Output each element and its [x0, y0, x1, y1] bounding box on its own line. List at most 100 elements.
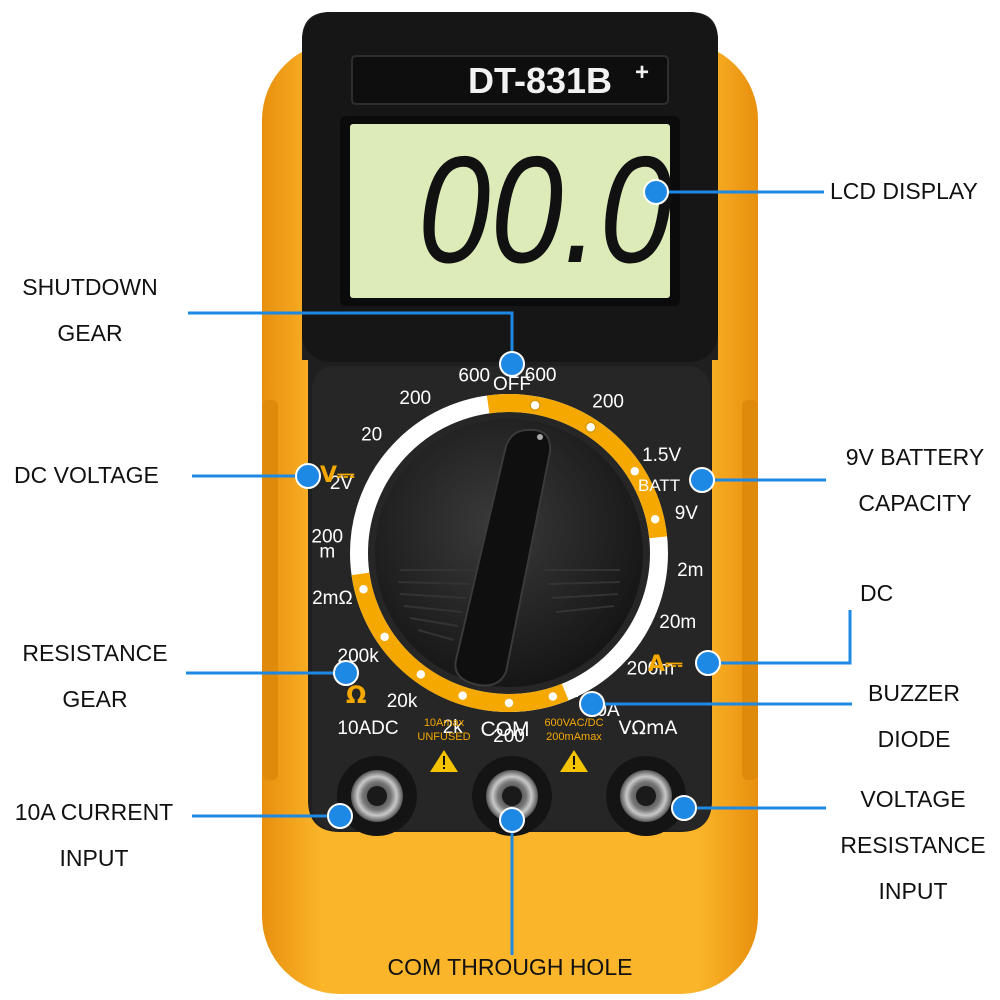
- dial-ohm-symbol: Ω: [346, 681, 366, 709]
- callout-lcd-display: LCD DISPLAY: [830, 168, 978, 214]
- callout-dots: [295, 179, 721, 833]
- dial-dot-dca-2m[interactable]: [652, 560, 665, 572]
- dial-label-ohm-200: 200: [493, 726, 525, 747]
- dial-dot-batt-9v[interactable]: [649, 513, 661, 526]
- dial-label-dcv-200: 200: [399, 388, 431, 409]
- callout-voltage-line3: INPUT: [878, 878, 948, 904]
- dial-label-dca-2m: 2m: [677, 560, 703, 581]
- callout-current-line2: INPUT: [59, 845, 129, 871]
- warn-left-line2: UNFUSED: [417, 731, 470, 743]
- dial-dot-ohm-2m[interactable]: [357, 583, 370, 596]
- dial-dot-dcv-2v[interactable]: [365, 488, 377, 501]
- callout-dot-resistance: [333, 660, 359, 686]
- callout-com-hole: COM THROUGH HOLE: [360, 944, 660, 990]
- callout-voltage-line1: VOLTAGE: [860, 786, 966, 812]
- callout-dot-battery: [689, 467, 715, 493]
- dial-dot-batt-15v[interactable]: [629, 465, 641, 478]
- dial-dot-dcv-20[interactable]: [390, 448, 402, 461]
- callout-dot-lcd: [643, 179, 669, 205]
- callout-voltage-resistance: VOLTAGE RESISTANCE INPUT: [832, 776, 994, 914]
- callout-dot-current: [327, 803, 353, 829]
- callout-resistance-line2: GEAR: [62, 686, 128, 712]
- warning-triangle-right-icon: [560, 750, 588, 772]
- callout-lines: [186, 190, 852, 955]
- dial-dot-ohm-2k[interactable]: [456, 689, 469, 702]
- jack-label-com: COM: [481, 718, 530, 741]
- dial-dot-ohm-20k[interactable]: [415, 668, 427, 681]
- dial-label-batt-9v: 9V: [675, 503, 699, 524]
- dial-dot-dcv-200[interactable]: [425, 418, 438, 431]
- holster-grip-right: [742, 400, 758, 780]
- dial-scale: 6002001.5V9V2m20m200m10A2002k20k200k2mΩ2…: [311, 365, 703, 747]
- holster-grip-left: [262, 400, 278, 780]
- callout-dot-dc: [695, 650, 721, 676]
- dial-dot-dcv-600[interactable]: [474, 400, 487, 412]
- jack-label-10adc: 10ADC: [337, 718, 398, 739]
- dial-dot-acv-600[interactable]: [529, 399, 541, 412]
- callout-battery-capacity: 9V BATTERY CAPACITY: [830, 434, 1000, 526]
- callout-dc-line1: DC: [860, 580, 894, 606]
- callout-battery-line2: CAPACITY: [858, 490, 972, 516]
- dial-label-dcv-600: 600: [458, 365, 490, 386]
- warning-triangle-left-icon: [430, 750, 458, 772]
- dial-dot-acv-200[interactable]: [584, 421, 597, 433]
- callout-line-shutdown: [188, 311, 514, 362]
- callout-shutdown-line1: SHUTDOWN: [22, 274, 158, 300]
- callout-line-dc: [708, 610, 852, 665]
- callout-resistance-gear: RESISTANCE GEAR: [14, 630, 176, 722]
- knob-pointer-dot: [537, 434, 543, 440]
- dial-off-mark: [496, 398, 524, 408]
- dial-dcv-symbol: V⎓: [320, 463, 355, 488]
- callout-buzzer-line2: DIODE: [877, 726, 951, 752]
- lcd-screen: [350, 124, 670, 298]
- callout-voltage-line2: RESISTANCE: [840, 832, 986, 858]
- knob-pointer[interactable]: [454, 428, 552, 687]
- dial-dot-ohm-200k[interactable]: [378, 631, 391, 643]
- dial-label-dcv-20: 20: [361, 425, 382, 446]
- dial-dot-dca-10a[interactable]: [580, 675, 593, 688]
- dial-label-acv-600: 600: [525, 365, 557, 386]
- dial-label-ohm-20k: 20k: [387, 691, 418, 712]
- callout-resistance-line1: RESISTANCE: [22, 640, 168, 666]
- dial-label-dcv-2v: 2V: [330, 473, 354, 494]
- callout-dot-dcv: [295, 463, 321, 489]
- dial-label-ohm-2k: 2k: [443, 717, 464, 738]
- warn-left-line1: 10Amax: [424, 717, 465, 729]
- dial-dot-dca-20m[interactable]: [642, 603, 654, 615]
- callout-dot-com: [499, 807, 525, 833]
- callout-shutdown-gear: SHUTDOWN GEAR: [10, 264, 170, 356]
- callout-dcv-line1: DC VOLTAGE: [14, 462, 159, 488]
- callout-dc-voltage: DC VOLTAGE: [14, 452, 159, 498]
- warn-right-line2: 200mAmax: [546, 731, 602, 743]
- dial-dot-dcv-200m[interactable]: [353, 539, 365, 551]
- callout-battery-line1: 9V BATTERY: [845, 444, 985, 470]
- dial-arc-ohm: [351, 572, 569, 712]
- dial-dot-buzzer[interactable]: [547, 690, 559, 703]
- dial-label-acv-200: 200: [592, 391, 624, 412]
- warn-right-line1: 600VAC/DC: [544, 717, 603, 729]
- callout-dc: DC: [860, 570, 893, 616]
- callout-buzzer-line1: BUZZER: [868, 680, 960, 706]
- dial-dot-dca-200m[interactable]: [619, 641, 632, 654]
- callout-shutdown-line2: GEAR: [57, 320, 123, 346]
- callout-10a-current: 10A CURRENT INPUT: [4, 789, 184, 881]
- callout-com-line1: COM THROUGH HOLE: [387, 954, 633, 980]
- jack-com[interactable]: [472, 756, 552, 836]
- dial-label-dca-200m: 200m: [627, 659, 675, 680]
- jack-10a[interactable]: [337, 756, 417, 836]
- dial-label-dca-20m: 20m: [659, 612, 696, 633]
- model-name: DT-831B: [468, 60, 612, 101]
- jack-label-vomega: VΩmA: [618, 717, 677, 739]
- callout-dot-buzzer: [579, 691, 605, 717]
- dial-dot-ohm-200[interactable]: [503, 697, 515, 709]
- model-sup: +: [635, 59, 649, 86]
- model-plate: [351, 55, 669, 105]
- callout-dot-voltage: [671, 795, 697, 821]
- dial-batt-label: BATT: [638, 476, 680, 495]
- knob-grip: [397, 569, 621, 641]
- dial-label-batt-15v: 1.5V: [642, 445, 681, 466]
- dial-off-label: OFF: [493, 374, 531, 395]
- jack-vomega[interactable]: [606, 756, 686, 836]
